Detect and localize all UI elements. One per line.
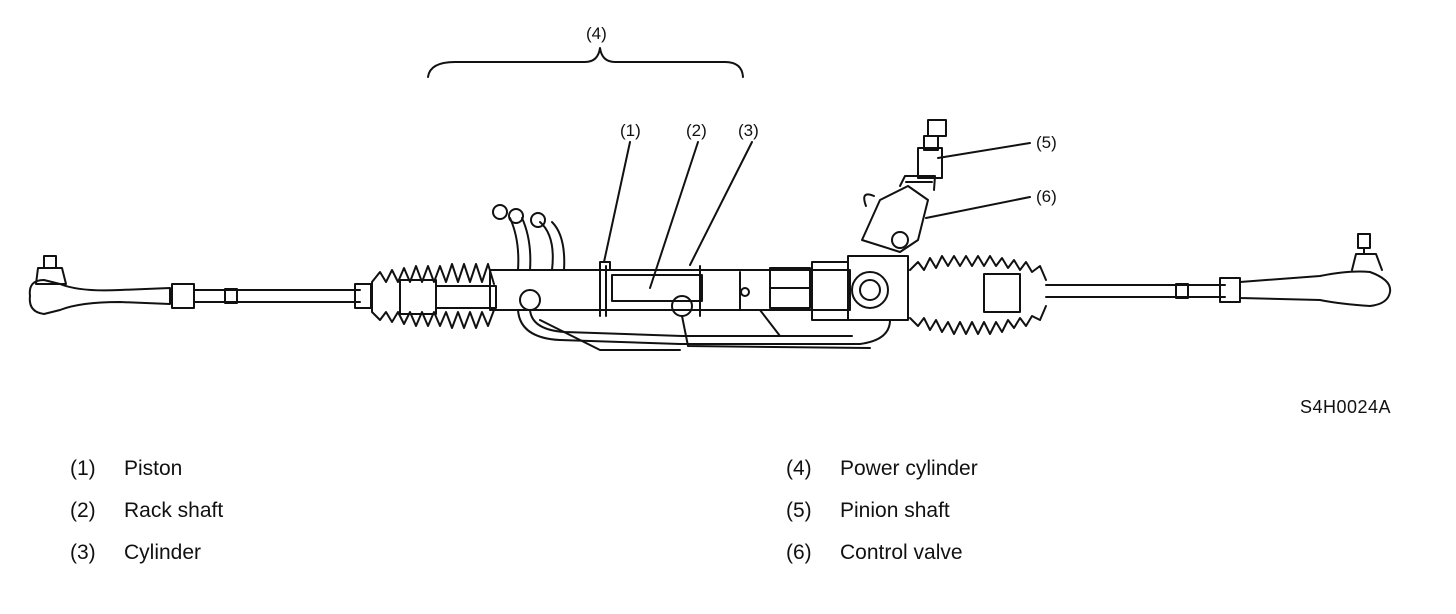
legend-number: (6) bbox=[786, 541, 812, 564]
left-boot bbox=[371, 263, 495, 329]
left-tie-rod bbox=[193, 283, 372, 309]
legend-label: Control valve bbox=[840, 541, 963, 564]
legend-item: (2) Rack shaft bbox=[70, 490, 223, 532]
legend-number: (4) bbox=[786, 457, 812, 480]
callout-3: (3) bbox=[738, 121, 759, 140]
leader-line-5 bbox=[937, 142, 1031, 159]
leader-line-3 bbox=[689, 141, 753, 266]
figure-code: S4H0024A bbox=[1300, 397, 1392, 417]
leader-line-6 bbox=[925, 196, 1031, 219]
legend-number: (3) bbox=[70, 541, 96, 564]
legend-label: Pinion shaft bbox=[840, 499, 950, 522]
control-valve-housing bbox=[847, 175, 936, 321]
right-tie-rod-end bbox=[1239, 233, 1392, 307]
legend-label: Cylinder bbox=[124, 541, 202, 564]
legend-item: (5) Pinion shaft bbox=[786, 490, 978, 532]
legend-number: (2) bbox=[70, 499, 96, 522]
right-boot bbox=[909, 255, 1047, 335]
steering-gearbox-diagram bbox=[28, 47, 1392, 351]
callout-4: (4) bbox=[586, 24, 607, 43]
legend-right-column: (4) Power cylinder (5) Pinion shaft (6) … bbox=[786, 448, 978, 574]
leader-line-1 bbox=[603, 141, 631, 263]
legend-item: (1) Piston bbox=[70, 448, 223, 490]
right-tie-rod bbox=[1045, 277, 1241, 303]
callout-6: (6) bbox=[1036, 187, 1057, 206]
fluid-lines bbox=[492, 204, 891, 351]
legend-item: (6) Control valve bbox=[786, 532, 978, 574]
left-tie-rod-end bbox=[28, 255, 195, 315]
callout-1: (1) bbox=[620, 121, 641, 140]
pinion-shaft bbox=[917, 119, 947, 179]
legend-item: (4) Power cylinder bbox=[786, 448, 978, 490]
legend-label: Rack shaft bbox=[124, 499, 224, 522]
legend-number: (1) bbox=[70, 457, 96, 480]
power-cylinder-bracket bbox=[427, 47, 744, 78]
legend-left-column: (1) Piston (2) Rack shaft (3) Cylinder bbox=[70, 448, 223, 574]
callout-5: (5) bbox=[1036, 133, 1057, 152]
legend-label: Power cylinder bbox=[840, 457, 978, 480]
legend-number: (5) bbox=[786, 499, 812, 522]
callout-2: (2) bbox=[686, 121, 707, 140]
leader-line-2 bbox=[649, 141, 699, 289]
legend-item: (3) Cylinder bbox=[70, 532, 223, 574]
rack-housing bbox=[399, 261, 851, 321]
legend-label: Piston bbox=[124, 457, 183, 480]
